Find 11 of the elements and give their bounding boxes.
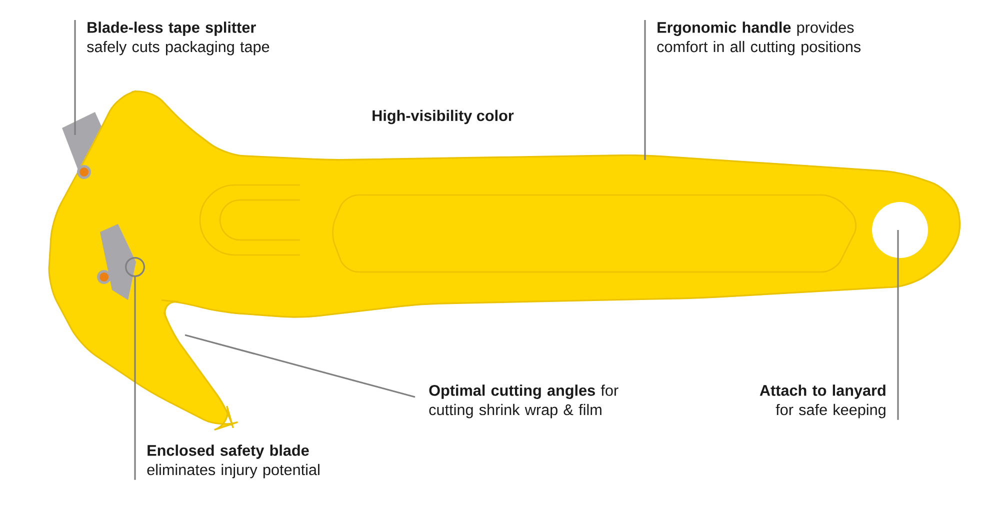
callout-text: Optimal cutting angles for cutting shrink wrap & film	[429, 384, 618, 418]
callout-text: Attach to lanyard for safe keeping	[760, 384, 886, 418]
leader-line	[644, 20, 646, 160]
leader-line	[897, 230, 899, 420]
leader-line	[74, 20, 76, 135]
callout-text: Enclosed safety blade eliminates injury potential	[147, 444, 320, 478]
leader-line	[184, 334, 416, 398]
feature-label: High-visibility color	[372, 110, 514, 124]
leader-line	[125, 257, 146, 480]
callout-text: Ergonomic handle provides comfort in all cutting positions	[657, 22, 861, 56]
callout-text: Blade-less tape splitter safely cuts packaging tape	[87, 22, 270, 56]
